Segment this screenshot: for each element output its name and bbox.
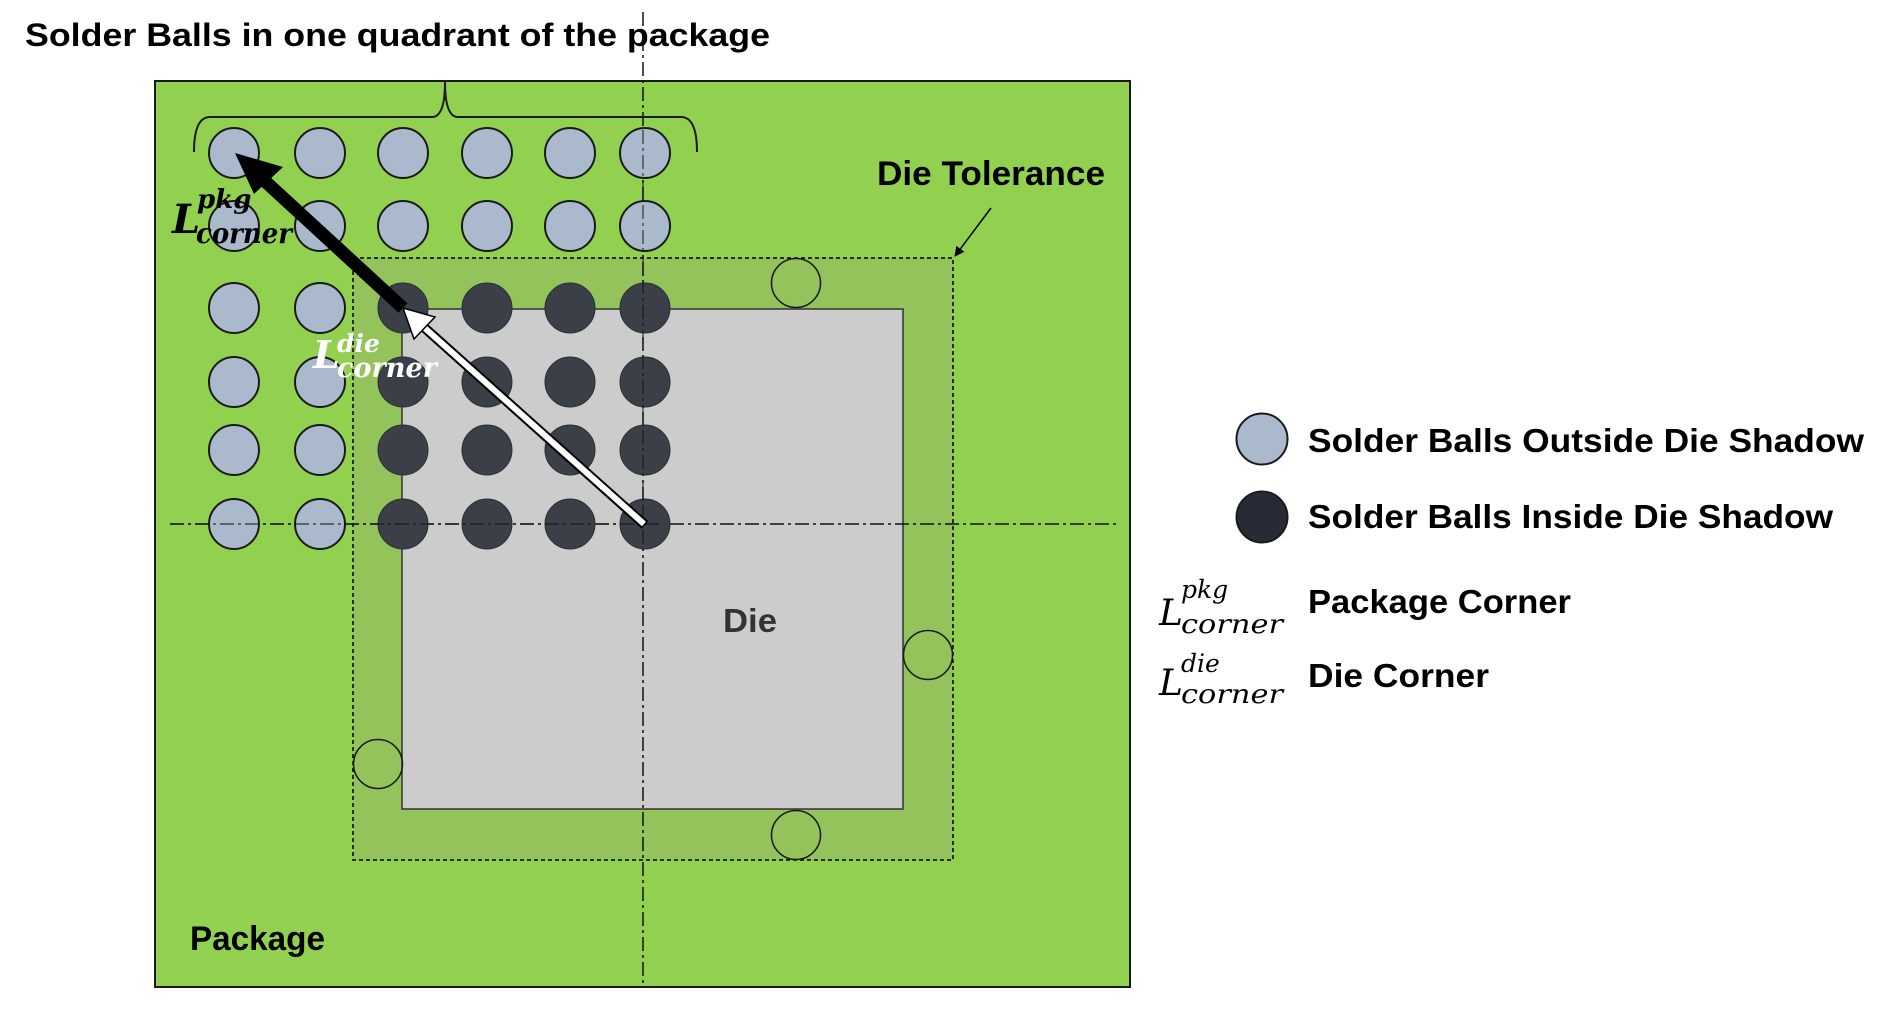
solder-ball-outside-shadow [208,282,260,334]
solder-ball-outside-shadow [294,127,346,179]
solder-ball-outside-shadow [619,200,671,252]
tolerance-circle [902,629,954,681]
tolerance-circle [352,738,404,790]
die-tolerance-label: Die Tolerance [877,155,1105,193]
tolerance-circles [352,257,954,861]
die-label: Die [723,602,777,639]
solder-ball-outside-shadow [461,127,513,179]
solder-ball-inside-shadow [461,282,513,334]
solder-ball-outside-shadow [544,200,596,252]
solder-ball-outside-shadow [619,127,671,179]
legend: Solder Balls Outside Die Shadow Solder B… [1158,412,1864,710]
legend-die-sup: die [1181,649,1220,678]
solder-ball-outside-shadow [294,424,346,476]
pkg-corner-sup: pkg [197,185,251,215]
solder-ball-inside-shadow [461,424,513,476]
tolerance-circle [770,809,822,861]
legend-label-inside: Solder Balls Inside Die Shadow [1308,498,1833,535]
solder-ball-inside-shadow [619,356,671,408]
legend-pkg-sub: corner [1181,610,1285,640]
pkg-corner-math-label: L pkg corner [171,185,294,250]
die-corner-arrowhead [401,306,437,341]
solder-ball-outside-shadow [377,200,429,252]
solder-ball-inside-shadow [619,424,671,476]
solder-ball-inside-shadow [619,282,671,334]
legend-pkg-L: L [1158,593,1183,634]
solder-ball-outside-shadow [544,127,596,179]
solder-ball-inside-shadow [461,498,513,550]
pkg-corner-sub: corner [196,217,294,250]
solder-ball-outside-shadow [208,356,260,408]
solder-ball-outside-shadow [294,282,346,334]
die-corner-math-label: L die corner [312,329,439,384]
package-corner-arrow [249,166,408,313]
legend-label-die-corner: Die Corner [1308,657,1489,694]
die-tolerance-pointer [954,207,992,257]
die-corner-sup: die [337,329,380,358]
die-corner-L: L [312,332,340,377]
legend-item-inside: Solder Balls Inside Die Shadow [1235,490,1833,544]
legend-pkg-sup: pkg [1181,575,1228,604]
legend-item-outside: Solder Balls Outside Die Shadow [1235,412,1864,466]
pkg-corner-L: L [171,196,200,243]
legend-swatch-outside [1235,412,1289,466]
solder-ball-inside-shadow [544,282,596,334]
legend-die-sub: corner [1181,680,1285,710]
die-corner-sub: corner [337,353,439,384]
solder-ball-outside-shadow [294,356,346,408]
die-corner-arrow [416,319,646,527]
package-corner-arrowhead [235,153,283,194]
legend-item-die-corner: L die corner Die Corner [1158,649,1489,710]
solder-ball-inside-shadow [544,356,596,408]
legend-die-L: L [1158,663,1183,704]
quadrant-brace [193,81,698,153]
solder-ball-outside-shadow [208,424,260,476]
solder-ball-inside-shadow [377,424,429,476]
legend-label-pkg-corner: Package Corner [1308,583,1571,620]
diagram-title: Solder Balls in one quadrant of the pack… [25,17,770,53]
package-label: Package [190,920,325,958]
solder-ball-outside-shadow [208,200,260,252]
solder-ball-outside-shadow [377,127,429,179]
tolerance-circle [770,257,822,309]
solder-ball-outside-shadow [461,200,513,252]
legend-swatch-inside [1235,490,1289,544]
solder-ball-inside-shadow [377,356,429,408]
legend-item-pkg-corner: L pkg corner Package Corner [1158,575,1571,640]
legend-label-outside: Solder Balls Outside Die Shadow [1308,422,1864,459]
